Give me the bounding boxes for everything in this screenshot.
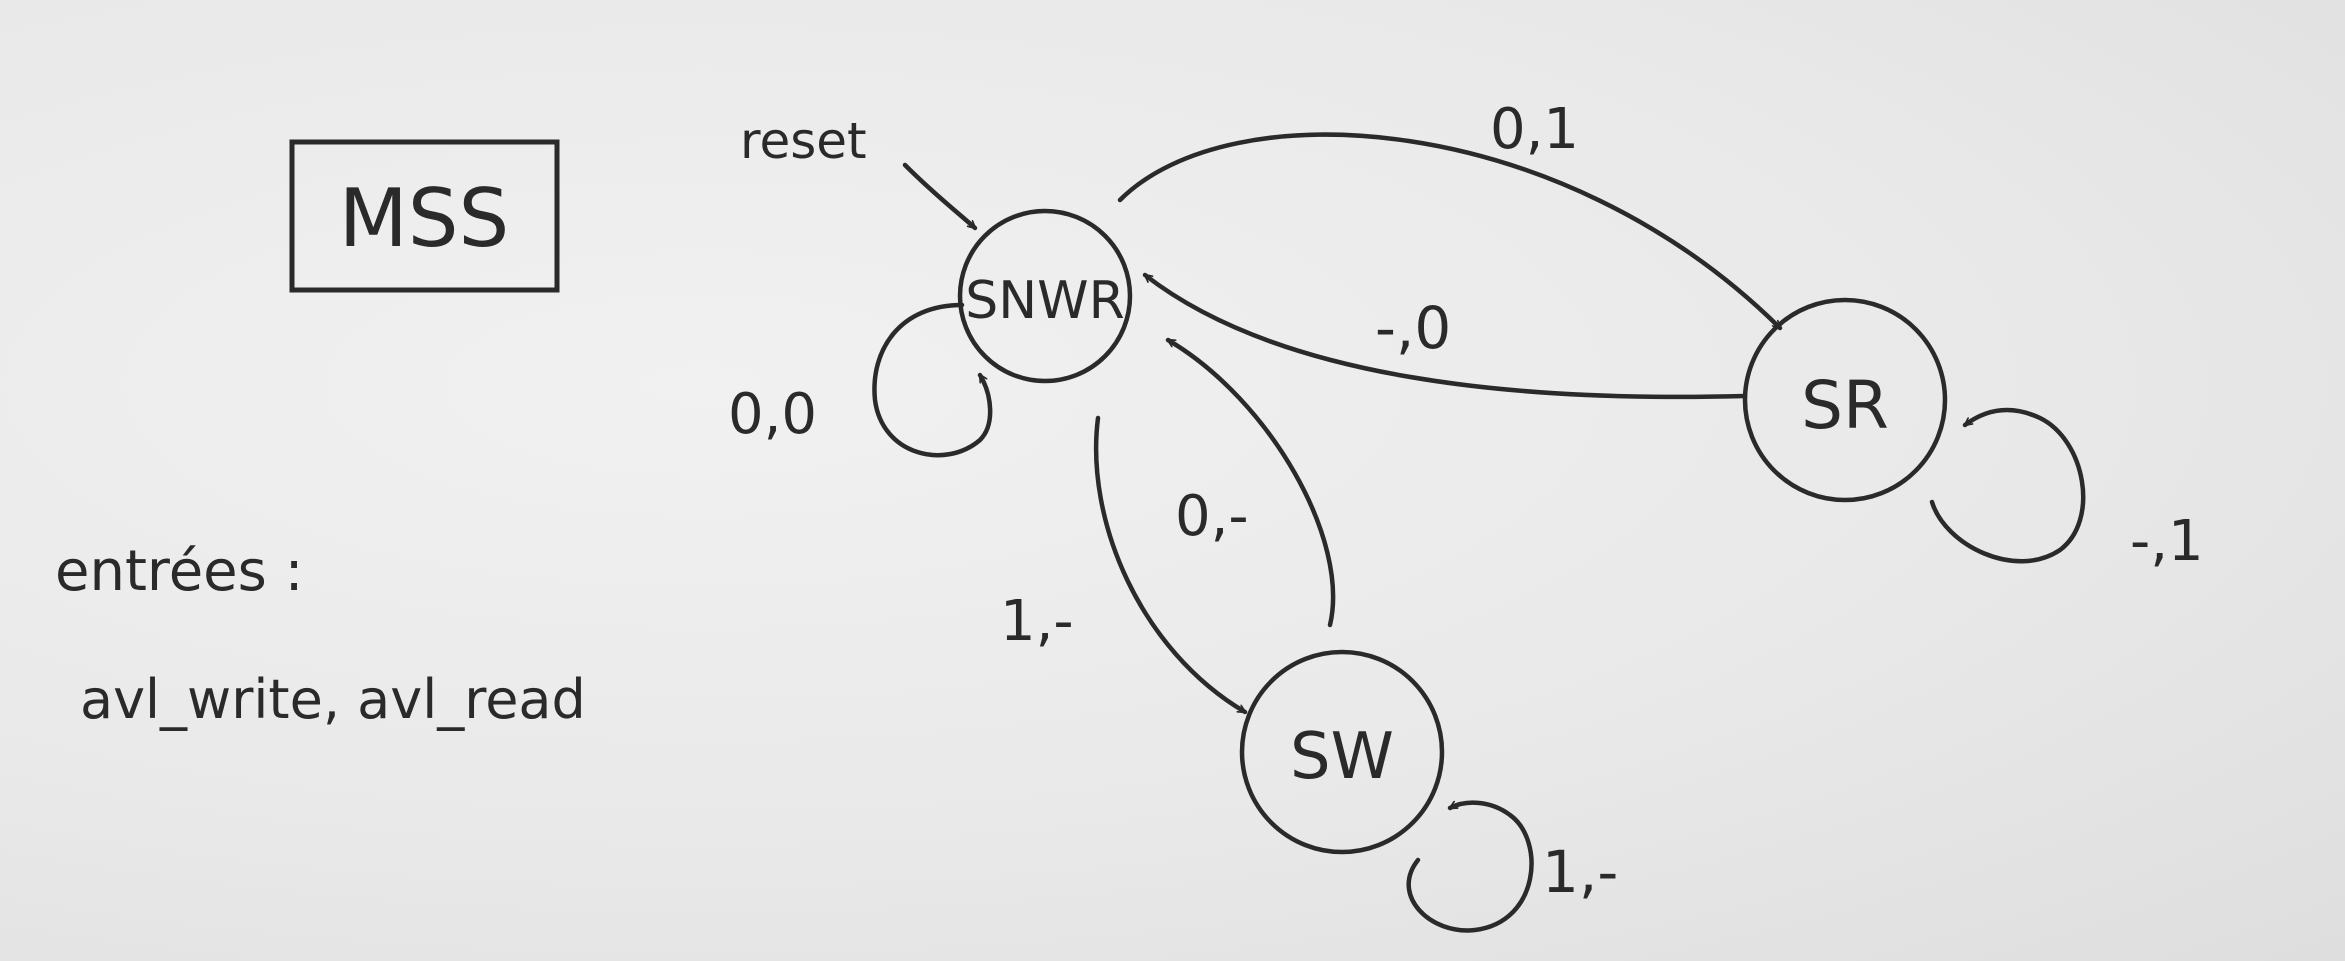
label-snwr-to-sw: 1,- — [1000, 589, 1074, 654]
state-sw-label: SW — [1290, 720, 1394, 794]
label-sr-to-snwr: -,0 — [1375, 294, 1451, 362]
state-snwr: SNWR — [957, 208, 1133, 384]
inputs-names: avl_write, avl_read — [80, 668, 586, 731]
title-text: MSS — [339, 172, 510, 265]
transition-sw-to-snwr — [1165, 337, 1336, 628]
reset-label: reset — [740, 112, 867, 170]
state-sw: SW — [1239, 649, 1445, 855]
label-snwr-to-sr: 0,1 — [1490, 97, 1579, 162]
state-sr-label: SR — [1801, 367, 1889, 444]
title-frame — [289, 139, 560, 293]
inputs-label: entrées : — [55, 539, 303, 604]
state-snwr-circle — [957, 208, 1133, 384]
label-snwr-self: 0,0 — [728, 382, 817, 447]
title-box: MSS — [289, 139, 560, 293]
transition-snwr-self — [872, 302, 993, 458]
state-snwr-label: SNWR — [965, 271, 1124, 331]
label-sw-to-snwr: 0,- — [1175, 484, 1249, 549]
transition-sr-to-snwr — [1142, 272, 1748, 400]
transition-snwr-to-sw — [1093, 415, 1248, 715]
transition-sw-self — [1406, 800, 1534, 933]
state-sw-circle — [1239, 649, 1445, 855]
state-sr-circle — [1742, 297, 1948, 503]
label-sw-self: 1,- — [1542, 838, 1618, 906]
state-sr: SR — [1742, 297, 1948, 503]
transition-snwr-to-sr — [1117, 132, 1783, 331]
transition-sr-self — [1929, 407, 2086, 564]
label-sr-self: -,1 — [2130, 509, 2204, 574]
reset-arrow — [902, 162, 978, 231]
